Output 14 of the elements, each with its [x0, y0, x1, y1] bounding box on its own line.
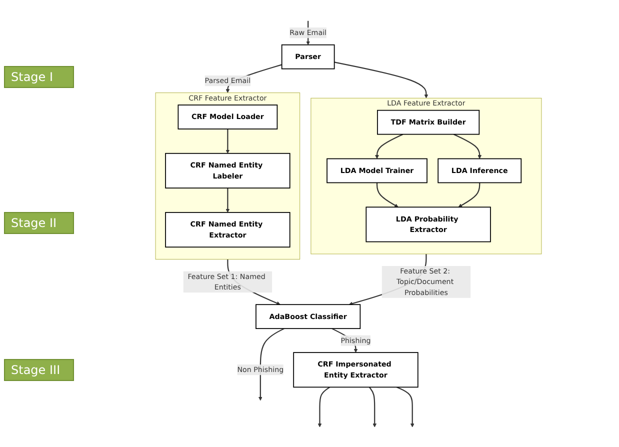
- arrow: [396, 386, 414, 427]
- arrow: [318, 386, 330, 427]
- arrow: [226, 188, 230, 212]
- arrow: [258, 328, 284, 400]
- stage-label: Stage II: [4, 212, 74, 234]
- arrow: [226, 128, 230, 154]
- stage-label: Stage III: [4, 358, 74, 381]
- arrow: [376, 182, 398, 207]
- arrow: [368, 386, 377, 427]
- arrow: [454, 133, 482, 158]
- arrow: [458, 182, 480, 207]
- stage-label: Stage I: [4, 66, 74, 88]
- arrow: [375, 133, 404, 158]
- arrow: [334, 61, 428, 98]
